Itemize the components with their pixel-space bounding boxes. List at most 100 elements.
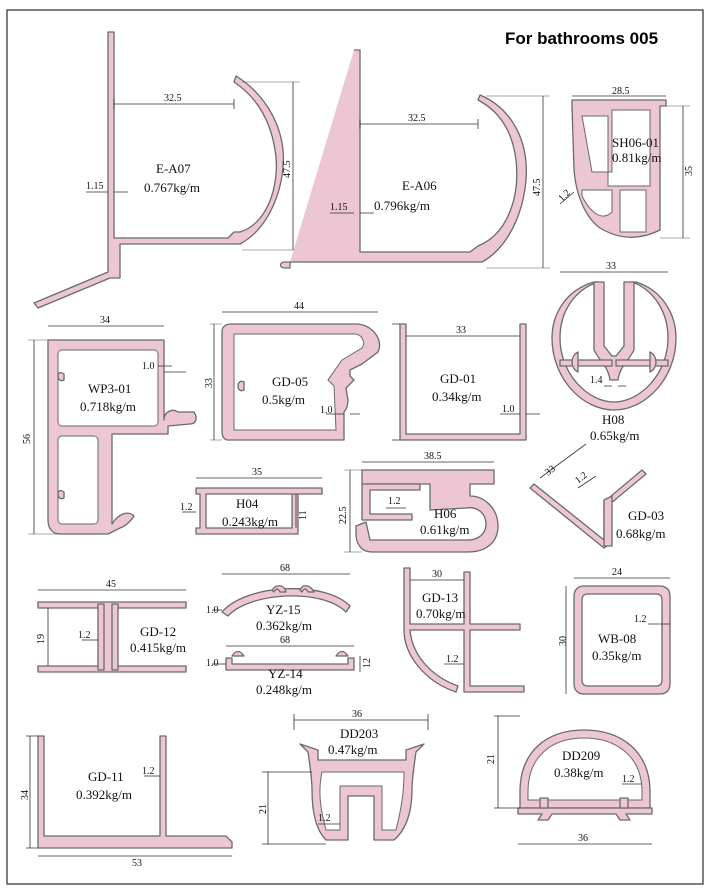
dim-wall: 1.2: [446, 654, 459, 665]
profile-weight: 0.5kg/m: [262, 392, 305, 407]
profile-sh06: 28.5 35 1.2 SH06-01 0.81kg/m: [556, 86, 695, 239]
dim-width: 35: [252, 467, 262, 478]
dim-height: 21: [486, 754, 497, 764]
profile-h04: 35 11 1.2 H04 0.243kg/m: [180, 467, 323, 535]
profile-code: YZ-15: [266, 602, 301, 617]
dim-line: [359, 119, 479, 129]
profile-h04-shape: [195, 487, 323, 535]
profile-yz15: 68 1.0 YZ-15 0.362kg/m: [206, 563, 351, 633]
ext-line: [344, 469, 362, 553]
dim-line: [559, 191, 575, 205]
ext-line: [210, 323, 222, 441]
profile-code: GD-01: [440, 371, 476, 386]
profile-weight: 0.68kg/m: [616, 526, 665, 541]
dim-line: [494, 715, 520, 809]
dim-width: 36: [352, 709, 362, 720]
dim-wall: 1.2: [180, 502, 193, 513]
sheet-title: For bathrooms 005: [505, 29, 658, 48]
dim-width: 38.5: [424, 451, 442, 462]
profile-h06: 38.5 22.5 1.2 H06 0.61kg/m: [338, 451, 499, 553]
profile-code: H08: [602, 412, 624, 427]
dim-wall: 1.2: [318, 813, 331, 824]
profile-weight: 0.718kg/m: [80, 399, 136, 414]
dim-height: 34: [20, 790, 31, 800]
dim-line: [539, 443, 587, 479]
dim-width: 34: [100, 315, 110, 326]
profile-weight: 0.767kg/m: [144, 180, 200, 195]
dim-width: 32.5: [164, 93, 182, 104]
profile-weight: 0.243kg/m: [222, 514, 278, 529]
profile-code: YZ-14: [268, 666, 303, 681]
dim-wall: 1.0: [206, 605, 219, 616]
profile-gd05: 44 33 1.0 GD-05 0.5kg/m: [204, 301, 381, 441]
profile-gd03: 33 1.2 GD-03 0.68kg/m: [529, 443, 665, 549]
dim-height: 11: [298, 510, 309, 520]
dim-line: [392, 323, 400, 441]
dim-wall: 1.2: [556, 188, 573, 205]
dim-line: [158, 365, 186, 373]
dim-height: 56: [22, 434, 33, 444]
dim-line: [262, 771, 326, 845]
profile-ea06-shape: [279, 49, 527, 269]
profile-code: E-A06: [402, 178, 437, 193]
dim-wall: 1.2: [78, 630, 91, 641]
profile-dd203-shape: [299, 743, 425, 841]
profile-ea07-shape: [33, 31, 285, 309]
profile-weight: 0.34kg/m: [432, 389, 481, 404]
profile-ea06: 32.5 47.5 1.15 E-A06 0.796kg/m: [279, 49, 550, 269]
ext-line: [660, 105, 690, 239]
ext-line: [486, 95, 550, 269]
dim-width: 28.5: [612, 86, 630, 97]
profile-code: GD-13: [422, 590, 458, 605]
profile-weight: 0.415kg/m: [130, 640, 186, 655]
dim-height: 30: [558, 636, 569, 646]
profile-yz15-shape: [221, 587, 351, 617]
dim-wall: 1.0: [320, 405, 333, 416]
profile-gd13-shape: [403, 567, 525, 693]
dim-wall: 1.0: [206, 658, 219, 669]
dim-width: 53: [132, 858, 142, 869]
dim-line: [26, 735, 38, 849]
profile-code: GD-03: [628, 508, 664, 523]
dim-line: [293, 714, 429, 730]
dim-width: 45: [106, 579, 116, 590]
profile-ea07: 32.5 47.5 1.15 E-A07 0.767kg/m: [33, 31, 300, 309]
profile-gd13: 30 1.2 GD-13 0.70kg/m: [403, 567, 525, 693]
dim-width: 68: [280, 563, 290, 574]
dim-wall: 1.2: [573, 470, 590, 486]
profile-gd11-shape: [37, 735, 233, 849]
dim-line: [577, 475, 597, 489]
dim-line: [113, 99, 235, 109]
dim-width: 33: [543, 464, 558, 479]
dim-height: 47.5: [282, 161, 293, 179]
ext-line: [28, 339, 60, 535]
dim-width: 68: [280, 635, 290, 646]
profile-wp3: 34 56 1.0 WP3-01 0.718kg/m: [22, 315, 197, 535]
profile-weight: 0.61kg/m: [420, 522, 469, 537]
profile-dd203: 36 21 1.2 DD203 0.47kg/m: [258, 709, 429, 845]
profile-weight: 0.47kg/m: [328, 742, 377, 757]
profile-weight: 0.248kg/m: [256, 682, 312, 697]
page-frame: [6, 9, 704, 885]
profile-weight: 0.796kg/m: [374, 198, 430, 213]
profile-code: WB-08: [598, 631, 636, 646]
profile-h08: 33 1.4 H08 0.65kg/m: [551, 261, 677, 443]
profile-weight: 0.362kg/m: [256, 618, 312, 633]
dim-wall: 1.2: [142, 766, 155, 777]
profile-code: E-A07: [156, 161, 191, 176]
profile-weight: 0.38kg/m: [554, 765, 603, 780]
profile-yz14: 68 12 1.0 YZ-14 0.248kg/m: [206, 635, 373, 697]
profile-weight: 0.81kg/m: [612, 150, 661, 165]
profile-code: GD-12: [140, 624, 176, 639]
profile-code: GD-11: [88, 769, 124, 784]
profile-code: GD-05: [272, 374, 308, 389]
dim-wall: 1.0: [502, 404, 515, 415]
profile-code: DD209: [562, 748, 600, 763]
profile-gd12: 45 19 1.2 GD-12 0.415kg/m: [36, 579, 187, 673]
dim-wall: 1.4: [590, 375, 603, 386]
dim-width: 32.5: [408, 113, 426, 124]
profile-weight: 0.35kg/m: [592, 648, 641, 663]
dim-wall: 1.15: [330, 202, 348, 213]
profile-wb08-shape: [573, 585, 671, 695]
